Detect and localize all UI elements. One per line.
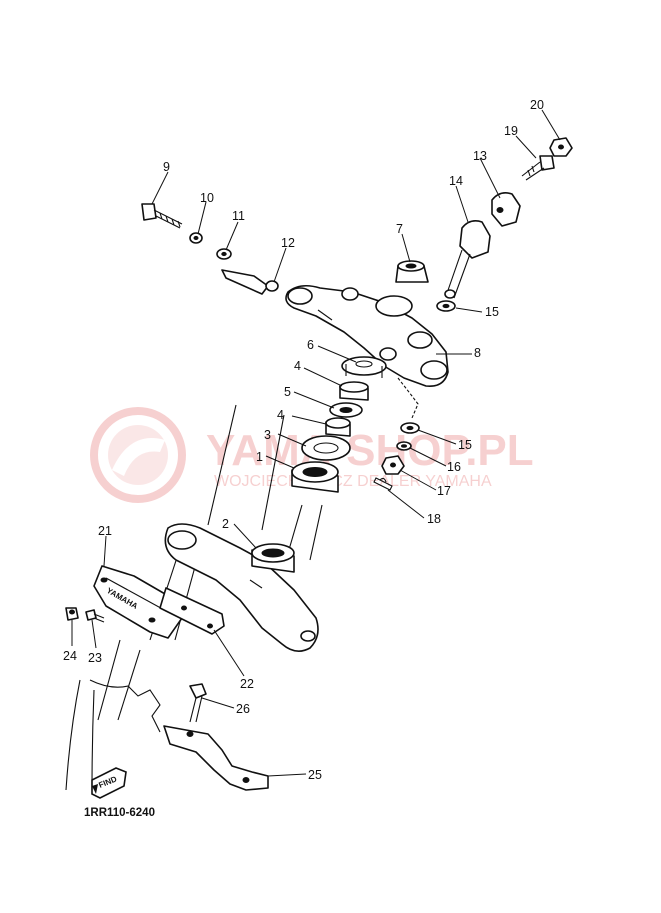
part-number-15-upper: 15 bbox=[485, 305, 499, 319]
part-number-16: 16 bbox=[447, 460, 461, 474]
part-number-4-upper: 4 bbox=[294, 359, 301, 373]
part-10-shape bbox=[189, 232, 203, 244]
part-number-13: 13 bbox=[473, 149, 487, 163]
part-number-25: 25 bbox=[308, 768, 322, 782]
part-number-1: 1 bbox=[256, 450, 263, 464]
part-number-18: 18 bbox=[427, 512, 441, 526]
part-number-9: 9 bbox=[163, 160, 170, 174]
part-number-5: 5 bbox=[284, 385, 291, 399]
part-4a-shape bbox=[339, 381, 369, 401]
upper-bracket bbox=[285, 284, 449, 388]
part-1-shape bbox=[291, 461, 339, 493]
part-number-10: 10 bbox=[200, 191, 214, 205]
part-26-shape bbox=[189, 683, 207, 723]
part-number-8: 8 bbox=[474, 346, 481, 360]
watermark-subtitle: WOJCIECHOWICZ DEALER YAMAHA bbox=[214, 473, 492, 490]
part-4b-shape bbox=[325, 417, 351, 437]
part-16-shape bbox=[396, 441, 412, 451]
part-17-shape bbox=[381, 455, 405, 475]
part-15a-shape bbox=[436, 300, 456, 312]
part-number-7: 7 bbox=[396, 222, 403, 236]
part-number-2: 2 bbox=[222, 517, 229, 531]
leader-lines bbox=[71, 109, 561, 777]
part-number-6: 6 bbox=[307, 338, 314, 352]
part-23-shape bbox=[85, 609, 105, 623]
part-24-shape bbox=[65, 607, 79, 621]
part-14-shape bbox=[444, 220, 491, 299]
part-11-shape bbox=[216, 248, 232, 260]
part-5-shape bbox=[329, 402, 363, 418]
part-3-shape bbox=[301, 435, 351, 461]
part-25-shape bbox=[163, 725, 269, 791]
part-12-shape bbox=[221, 269, 279, 295]
part-number-17: 17 bbox=[437, 484, 451, 498]
part-21-shape: YAMAHA bbox=[93, 565, 183, 639]
part-number-20: 20 bbox=[530, 98, 544, 112]
under-bracket bbox=[164, 523, 319, 652]
part-number-4-lower: 4 bbox=[277, 408, 284, 422]
part-number-12: 12 bbox=[281, 236, 295, 250]
part-labels: 9 10 11 12 7 13 14 19 20 15 8 6 4 5 4 3 … bbox=[63, 98, 544, 782]
part-number-3: 3 bbox=[264, 428, 271, 442]
part-number-22: 22 bbox=[240, 677, 254, 691]
part-15b-shape bbox=[400, 422, 420, 434]
part-number-21: 21 bbox=[98, 524, 112, 538]
part-6-shape bbox=[341, 356, 387, 378]
watermark-title: YAMA-SHOP.PL bbox=[206, 426, 534, 475]
part-number-26: 26 bbox=[236, 702, 250, 716]
part-7-shape bbox=[395, 260, 429, 283]
diagram-code: 1RR110-6240 bbox=[84, 807, 155, 819]
watermark: YAMA-SHOP.PL WOJCIECHOWICZ DEALER YAMAHA bbox=[90, 407, 534, 503]
part-22-shape bbox=[159, 587, 225, 635]
find-arrow-icon: FIND bbox=[91, 767, 127, 799]
part-18-shape bbox=[373, 477, 393, 491]
assembly-line bbox=[397, 377, 419, 419]
part-number-15-lower: 15 bbox=[458, 438, 472, 452]
part-number-23: 23 bbox=[88, 651, 102, 665]
part-number-11: 11 bbox=[232, 209, 245, 223]
part-9-shape bbox=[141, 203, 183, 229]
part-number-14: 14 bbox=[449, 174, 463, 188]
part-19-shape bbox=[521, 155, 555, 181]
watermark-logo-icon bbox=[90, 407, 186, 503]
part-number-19: 19 bbox=[504, 124, 518, 138]
part-20-shape bbox=[549, 137, 573, 157]
part-number-24: 24 bbox=[63, 649, 77, 663]
part-13-shape bbox=[491, 192, 521, 227]
part-2-shape bbox=[251, 543, 295, 573]
